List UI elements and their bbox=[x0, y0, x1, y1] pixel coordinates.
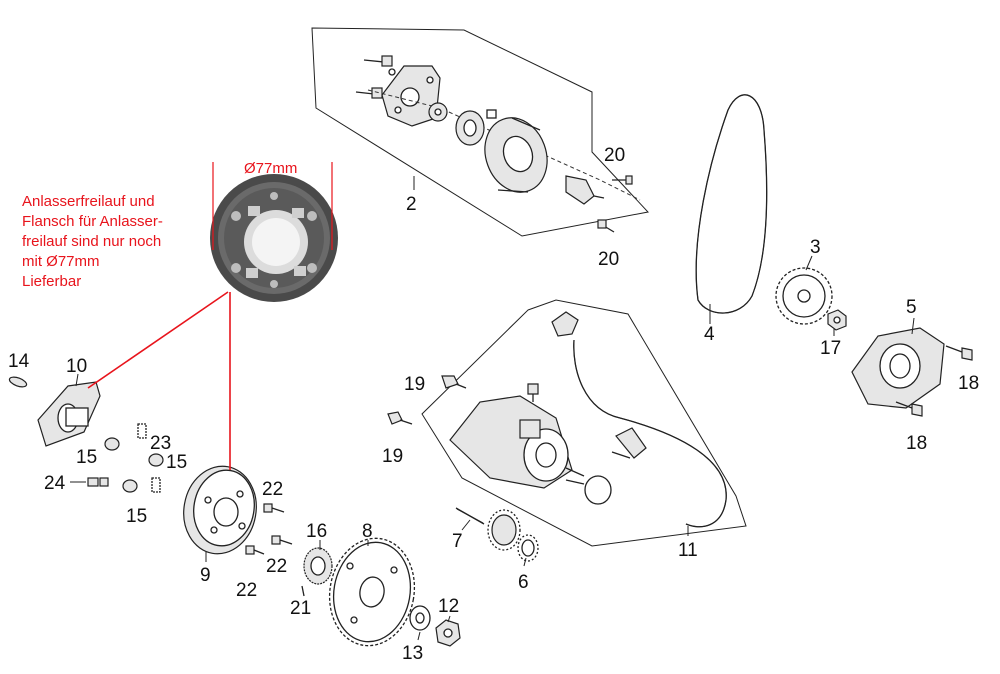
label-part-14: 14 bbox=[8, 351, 30, 372]
label-part-6: 6 bbox=[518, 572, 529, 593]
oil-pump-body bbox=[484, 117, 548, 193]
label-part-11: 11 bbox=[678, 540, 698, 561]
note-line-4: mit Ø77mm bbox=[22, 253, 100, 270]
leader-10 bbox=[75, 373, 79, 387]
label-part-3: 3 bbox=[810, 237, 821, 258]
label-part-19-lower: 19 bbox=[382, 446, 403, 467]
leader-6 bbox=[523, 557, 527, 567]
label-part-17: 17 bbox=[820, 338, 841, 359]
starter-group-outline bbox=[421, 299, 747, 547]
starter-driven-gear bbox=[328, 537, 416, 647]
reduction-gear bbox=[487, 509, 539, 562]
clutch-flange bbox=[37, 381, 101, 447]
label-part-22-b: 22 bbox=[266, 556, 287, 577]
label-part-8: 8 bbox=[362, 521, 373, 542]
label-part-18-lower: 18 bbox=[906, 433, 927, 454]
camshaft-sprocket bbox=[775, 267, 833, 325]
label-part-20-upper: 20 bbox=[604, 145, 625, 166]
screw-22-c bbox=[245, 545, 265, 555]
screw-20-lower bbox=[597, 219, 615, 233]
key-14 bbox=[8, 376, 28, 388]
note-line-1: Anlasserfreilauf und bbox=[22, 193, 155, 210]
label-part-13: 13 bbox=[402, 643, 423, 664]
label-part-20-lower: 20 bbox=[598, 249, 619, 270]
cap-24 bbox=[87, 477, 109, 487]
dimension-markers bbox=[212, 162, 333, 250]
label-part-22-c: 22 bbox=[236, 580, 257, 601]
small-bolt-starter bbox=[527, 383, 539, 402]
label-part-5: 5 bbox=[906, 297, 917, 318]
nut-17 bbox=[827, 309, 847, 331]
oil-pump-bolts bbox=[355, 55, 393, 99]
leader-7 bbox=[461, 519, 471, 531]
shaft-pin bbox=[455, 507, 485, 525]
oil-pump-inner-rotor bbox=[428, 102, 448, 122]
bolt-18-upper bbox=[945, 345, 973, 361]
label-part-15-b: 15 bbox=[166, 452, 187, 473]
chain-cover bbox=[851, 327, 945, 409]
bolt-18-lower bbox=[895, 401, 923, 417]
leader-3 bbox=[805, 255, 813, 271]
label-part-12: 12 bbox=[438, 596, 459, 617]
drive-chain bbox=[695, 94, 768, 314]
note-line-5: Lieferbar bbox=[22, 273, 82, 290]
bolt-19-lower bbox=[387, 411, 413, 425]
callout-lines bbox=[87, 291, 231, 470]
washer-13 bbox=[409, 605, 431, 631]
label-part-21: 21 bbox=[290, 598, 311, 619]
roller-15-b bbox=[148, 453, 164, 467]
roller-15-a bbox=[104, 437, 120, 451]
leader-13 bbox=[417, 631, 421, 641]
dimension-label: Ø77mm bbox=[244, 160, 297, 177]
screw-20-upper bbox=[612, 175, 633, 185]
bolt-19-upper bbox=[441, 375, 467, 389]
note-line-3: freilauf sind nur noch bbox=[22, 233, 162, 250]
starter-clutch bbox=[183, 465, 257, 555]
label-part-7: 7 bbox=[452, 531, 463, 552]
starter-o-ring bbox=[584, 475, 612, 505]
label-part-24: 24 bbox=[44, 473, 66, 494]
label-part-22-a: 22 bbox=[262, 479, 283, 500]
note-line-2: Flansch für Anlasser- bbox=[22, 213, 163, 230]
roller-15-c bbox=[122, 479, 138, 493]
oil-pump-shaft bbox=[565, 175, 605, 205]
oil-pump-group-outline bbox=[311, 27, 649, 237]
label-part-15-a: 15 bbox=[76, 447, 97, 468]
oil-pump-pin bbox=[486, 109, 497, 119]
pin-21 bbox=[301, 585, 305, 597]
label-part-2: 2 bbox=[406, 194, 417, 215]
needle-bearing bbox=[303, 547, 333, 585]
label-part-19-upper: 19 bbox=[404, 374, 425, 395]
spring-small bbox=[151, 477, 161, 493]
starter-cable bbox=[551, 311, 727, 528]
screw-22-b bbox=[271, 535, 293, 545]
label-part-10: 10 bbox=[66, 356, 87, 377]
label-part-16: 16 bbox=[306, 521, 327, 542]
starter-motor bbox=[449, 395, 585, 489]
nut-12 bbox=[435, 619, 461, 647]
availability-note: Anlasserfreilauf und Flansch für Anlasse… bbox=[22, 192, 222, 292]
label-part-23: 23 bbox=[150, 433, 171, 454]
screw-22-a bbox=[263, 503, 285, 513]
spring-23 bbox=[137, 423, 147, 439]
label-part-15-c: 15 bbox=[126, 506, 147, 527]
leader-12 bbox=[447, 615, 451, 623]
label-part-9: 9 bbox=[200, 565, 211, 586]
clutch-photo bbox=[210, 174, 338, 302]
oil-pump-cover bbox=[381, 65, 441, 127]
oil-pump-outer-rotor bbox=[455, 110, 485, 146]
leader-5 bbox=[911, 317, 915, 335]
label-part-18-upper: 18 bbox=[958, 373, 979, 394]
label-part-4: 4 bbox=[704, 324, 715, 345]
